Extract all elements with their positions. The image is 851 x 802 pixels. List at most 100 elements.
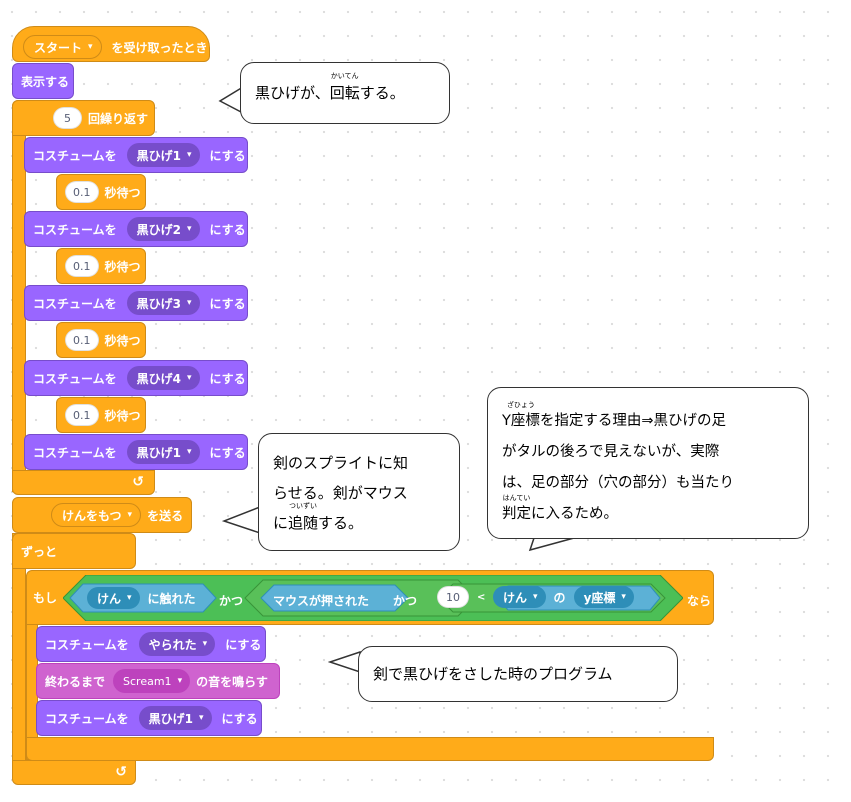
lt-left-input[interactable]: 10 bbox=[437, 586, 469, 608]
sound-dropdown[interactable]: Scream1 ▾ bbox=[113, 669, 191, 693]
sound-prefix-label: 終わるまで bbox=[45, 674, 106, 689]
costume-dropdown[interactable]: 黒ひげ4 ▾ bbox=[126, 366, 200, 390]
costume-dropdown-value: やられた bbox=[148, 637, 197, 652]
lt-symbol: < bbox=[477, 592, 486, 603]
chevron-down-icon: ▾ bbox=[187, 224, 192, 234]
touching-target-dropdown[interactable]: けん ▾ bbox=[87, 587, 140, 609]
costume-dropdown[interactable]: 黒ひげ1▾ bbox=[126, 143, 200, 167]
of-object-dropdown[interactable]: けん▾ bbox=[493, 586, 546, 608]
touching-condition[interactable]: けん ▾ に触れた bbox=[83, 587, 196, 609]
costume-dropdown-value: 黒ひげ1 bbox=[136, 445, 182, 460]
wait-label: 秒待つ bbox=[104, 333, 141, 348]
costume-dropdown[interactable]: 黒ひげ1 ▾ bbox=[138, 706, 212, 730]
message-dropdown[interactable]: スタート▾ bbox=[23, 35, 102, 59]
wait-block[interactable]: 0.1 秒待つ bbox=[56, 322, 146, 358]
wait-block[interactable]: 0.1 秒待つ bbox=[56, 397, 146, 433]
touching-target-value: けん bbox=[97, 591, 122, 606]
switch-costume-block[interactable]: コスチュームを 黒ひげ1▾ にする bbox=[24, 137, 248, 173]
callout-tail bbox=[328, 650, 361, 674]
mouse-down-condition[interactable]: マウスが押された bbox=[273, 594, 370, 608]
wait-seconds-input[interactable]: 0.1 bbox=[65, 404, 99, 426]
costume-prefix-label: コスチュームを bbox=[33, 222, 117, 237]
callout-stab-text: 剣で黒ひげをさした時のプログラム bbox=[373, 665, 613, 683]
forever-block[interactable]: ずっと bbox=[12, 533, 136, 569]
costume-dropdown-value: 黒ひげ1 bbox=[148, 711, 194, 726]
costume-prefix-label: コスチュームを bbox=[45, 711, 129, 726]
chevron-down-icon: ▾ bbox=[127, 510, 133, 520]
forever-label: ずっと bbox=[21, 544, 58, 559]
and-label-2: かつ bbox=[393, 594, 418, 608]
sound-suffix-label: の音を鳴らす bbox=[196, 674, 268, 689]
of-object-value: けん bbox=[503, 590, 528, 605]
chevron-down-icon: ▾ bbox=[187, 298, 192, 308]
broadcast-block[interactable]: けんをもつ ▾ を送る bbox=[12, 497, 192, 533]
when-receive-label: を受け取ったとき bbox=[111, 40, 208, 55]
costume-suffix-label: にする bbox=[209, 148, 246, 163]
callout-rotate-text: 黒ひげが、かいてん回転する。 bbox=[255, 72, 405, 103]
then-label: なら bbox=[687, 594, 712, 608]
wait-label: 秒待つ bbox=[104, 408, 141, 423]
chevron-down-icon: ▾ bbox=[187, 373, 192, 383]
chevron-down-icon: ▾ bbox=[127, 593, 132, 603]
broadcast-label: を送る bbox=[147, 508, 184, 523]
chevron-down-icon: ▾ bbox=[177, 676, 183, 686]
repeat-block[interactable]: 5 回繰り返す bbox=[12, 100, 155, 136]
costume-dropdown-value: 黒ひげ2 bbox=[136, 222, 182, 237]
show-label: 表示する bbox=[21, 74, 70, 89]
costume-dropdown[interactable]: 黒ひげ3 ▾ bbox=[126, 291, 200, 315]
loop-arrow-icon: ↺ bbox=[115, 764, 127, 780]
switch-costume-block[interactable]: コスチュームを 黒ひげ1 ▾ にする bbox=[36, 700, 262, 736]
wait-seconds-input[interactable]: 0.1 bbox=[65, 255, 99, 277]
switch-costume-block[interactable]: コスチュームを 黒ひげ1 ▾ にする bbox=[24, 434, 248, 470]
callout-y-line2: がタルの後ろで見えないが、実際 bbox=[502, 444, 720, 460]
show-block[interactable]: 表示する bbox=[12, 63, 74, 99]
costume-dropdown[interactable]: 黒ひげ2 ▾ bbox=[126, 217, 200, 241]
chevron-down-icon: ▾ bbox=[187, 447, 192, 457]
wait-seconds-input[interactable]: 0.1 bbox=[65, 329, 99, 351]
switch-costume-block[interactable]: コスチュームを 黒ひげ2▾ にする bbox=[24, 211, 248, 247]
wait-seconds-input[interactable]: 0.1 bbox=[65, 181, 99, 203]
costume-dropdown-value: 黒ひげ4 bbox=[136, 371, 182, 386]
costume-prefix-label: コスチュームを bbox=[45, 637, 129, 652]
switch-costume-block[interactable]: コスチュームを 黒ひげ4▾ にする bbox=[24, 360, 248, 396]
costume-prefix-label: コスチュームを bbox=[33, 296, 117, 311]
costume-suffix-label: にする bbox=[221, 711, 258, 726]
repeat-count-input[interactable]: 5 bbox=[53, 107, 82, 129]
callout-y-line4: はんてい判定に入るため。 bbox=[502, 494, 618, 523]
switch-costume-block[interactable]: コスチュームを やられた▾ にする bbox=[36, 626, 266, 662]
play-sound-until-done-block[interactable]: 終わるまで Scream1 ▾ の音を鳴らす bbox=[36, 663, 280, 699]
chevron-down-icon: ▾ bbox=[187, 150, 192, 160]
of-condition[interactable]: けん▾ の y座標▾ bbox=[489, 586, 638, 608]
broadcast-message-value: けんをもつ bbox=[62, 508, 122, 523]
sound-dropdown-value: Scream1 bbox=[123, 674, 172, 688]
switch-costume-block[interactable]: コスチュームを 黒ひげ3▾ にする bbox=[24, 285, 248, 321]
wait-label: 秒待つ bbox=[104, 259, 141, 274]
costume-suffix-label: にする bbox=[209, 445, 246, 460]
wait-block[interactable]: 0.1 秒待つ bbox=[56, 248, 146, 284]
if-bottom-arm bbox=[26, 737, 714, 761]
of-label: の bbox=[553, 590, 566, 605]
touching-label: に触れた bbox=[147, 591, 196, 606]
if-block[interactable]: もし けん▾ に触れた かつ マウスが押された かつ 10 < けん▾ の y座… bbox=[26, 570, 714, 625]
callout-broadcast: 剣のスプライトに知 らせる。剣がマウス についずい追随する。 bbox=[258, 433, 460, 551]
wait-block[interactable]: 0.1 秒待つ bbox=[56, 174, 146, 210]
of-property-dropdown[interactable]: y座標▾ bbox=[573, 586, 634, 608]
broadcast-message-dropdown[interactable]: けんをもつ ▾ bbox=[51, 503, 142, 527]
costume-prefix-label: コスチュームを bbox=[33, 148, 117, 163]
repeat-bottom-arm: ↺ bbox=[12, 470, 155, 495]
repeat-label: 回繰り返す bbox=[87, 111, 148, 126]
costume-suffix-label: にする bbox=[209, 371, 246, 386]
costume-dropdown-value: 黒ひげ3 bbox=[136, 296, 182, 311]
message-dropdown-value: スタート bbox=[34, 40, 83, 55]
callout-broadcast-line1: 剣のスプライトに知 bbox=[273, 454, 409, 472]
chevron-down-icon: ▾ bbox=[199, 713, 204, 723]
costume-dropdown[interactable]: 黒ひげ1 ▾ bbox=[126, 440, 200, 464]
if-label: もし bbox=[33, 591, 58, 605]
callout-rotate: 黒ひげが、かいてん回転する。 bbox=[240, 62, 450, 124]
costume-dropdown[interactable]: やられた▾ bbox=[138, 632, 216, 656]
when-receive-hat-block[interactable]: スタート▾ を受け取ったとき bbox=[12, 26, 210, 62]
costume-prefix-label: コスチュームを bbox=[33, 445, 117, 460]
callout-stab-program: 剣で黒ひげをさした時のプログラム bbox=[358, 646, 678, 702]
